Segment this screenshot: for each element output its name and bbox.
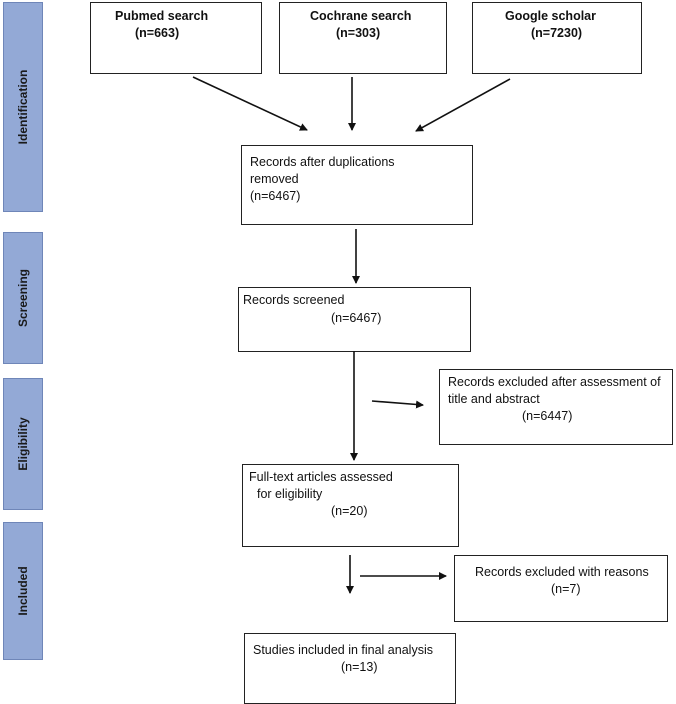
screened-box: Records screened (n=6467) <box>238 287 471 352</box>
google-box: Google scholar (n=7230) <box>472 2 642 74</box>
fulltext-line1: Full-text articles assessed <box>249 470 393 484</box>
phase-screening: Screening <box>3 232 43 364</box>
excluded-reasons-count: (n=7) <box>551 582 581 596</box>
fulltext-count: (n=20) <box>331 504 368 518</box>
cochrane-title: Cochrane search <box>310 9 412 23</box>
included-title: Studies included in final analysis <box>253 643 433 657</box>
phase-eligibility: Eligibility <box>3 378 43 510</box>
excluded-title-box: Records excluded after assessment of tit… <box>439 369 673 445</box>
dedup-count: (n=6467) <box>250 189 301 203</box>
pubmed-box: Pubmed search (n=663) <box>90 2 262 74</box>
arrow-google-to-dedup <box>415 78 511 132</box>
phase-included: Included <box>3 522 43 660</box>
phase-identification: Identification <box>3 2 43 212</box>
dedup-line2: removed <box>250 172 299 186</box>
google-title: Google scholar <box>505 9 596 23</box>
included-count: (n=13) <box>341 660 378 674</box>
pubmed-count: (n=663) <box>135 26 180 40</box>
arrow-to-excluded-title <box>371 400 424 409</box>
excluded-title-line1: Records excluded after assessment of <box>448 375 661 389</box>
screened-count: (n=6467) <box>331 311 382 325</box>
excluded-title-line2: title and abstract <box>448 392 540 406</box>
arrow-pubmed-to-dedup <box>192 76 308 131</box>
fulltext-box: Full-text articles assessed for eligibil… <box>242 464 459 547</box>
excluded-reasons-box: Records excluded with reasons (n=7) <box>454 555 668 622</box>
dedup-box: Records after duplications removed (n=64… <box>241 145 473 225</box>
dedup-line1: Records after duplications <box>250 155 395 169</box>
cochrane-count: (n=303) <box>336 26 381 40</box>
excluded-reasons-title: Records excluded with reasons <box>475 565 649 579</box>
screened-title: Records screened <box>243 293 345 307</box>
pubmed-title: Pubmed search <box>115 9 209 23</box>
fulltext-line2: for eligibility <box>257 487 323 501</box>
excluded-title-count: (n=6447) <box>522 409 573 423</box>
cochrane-box: Cochrane search (n=303) <box>279 2 447 74</box>
google-count: (n=7230) <box>531 26 583 40</box>
